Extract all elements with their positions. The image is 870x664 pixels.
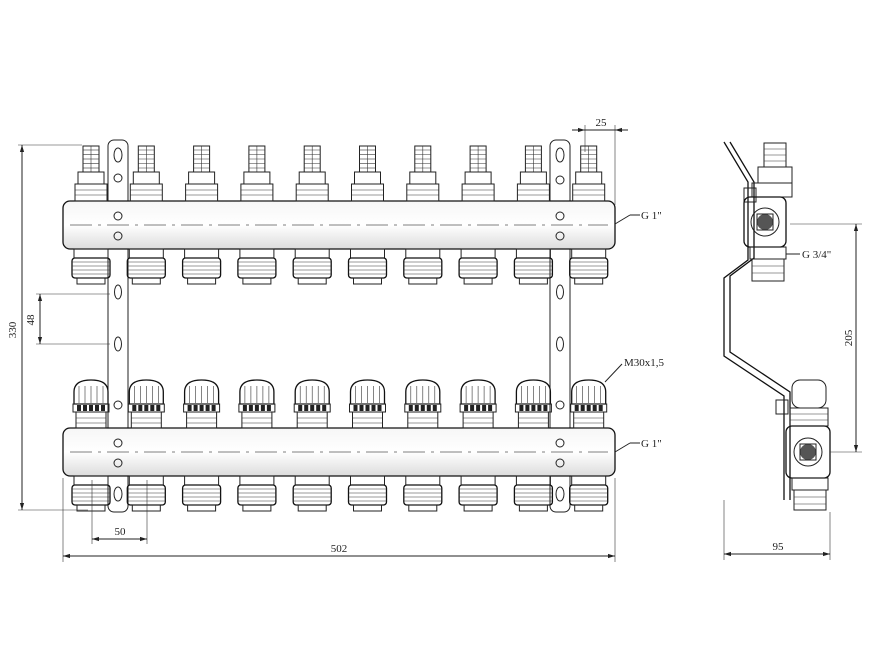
left-bracket: [107, 139, 129, 513]
dimension-50-text: 50: [115, 526, 127, 538]
flowmeter: [406, 145, 440, 202]
top-outlet-fitting: [513, 248, 554, 285]
dimension-depth-95: 95: [723, 500, 831, 560]
valve-cap: [293, 379, 331, 429]
top-bar-thread-label: G 1": [641, 210, 662, 222]
flowmeter: [351, 145, 384, 202]
flowmeter: [185, 145, 219, 202]
flowmeter-group: [74, 145, 606, 202]
dimension-offset-25: 25: [572, 117, 628, 205]
right-bracket: [549, 139, 571, 513]
flowmeter: [129, 145, 163, 202]
bottom-outlet-fitting: [292, 475, 332, 512]
flowmeter: [572, 145, 606, 202]
bottom-outlet-fitting: [126, 475, 166, 512]
top-outlet-fitting: [237, 248, 277, 285]
valve-cap: [72, 379, 110, 429]
valve-cap: [570, 379, 608, 429]
dimension-502-text: 502: [331, 543, 348, 555]
bottom-outlet-fitting: [569, 475, 609, 512]
dimension-pitch-50: 50: [91, 480, 148, 544]
valve-cap: [238, 379, 276, 429]
top-outlet-fitting: [403, 248, 443, 285]
side-bottom-assembly: [785, 379, 831, 511]
top-outlet-fitting: [347, 248, 388, 285]
valve-cap: [514, 379, 552, 429]
bottom-bar-thread-callout: G 1": [614, 438, 662, 453]
valve-thread-label: M30x1,5: [624, 357, 665, 369]
valve-cap: [183, 379, 221, 429]
dimension-spacing-205: 205: [790, 223, 862, 453]
flowmeter: [295, 145, 329, 202]
dimension-height-330: 330: [7, 144, 88, 511]
dimension-205-text: 205: [843, 329, 855, 346]
side-view: G 3/4" 205 95: [723, 141, 862, 560]
flowmeter: [461, 145, 495, 202]
side-outlet-thread-label: G 3/4": [802, 249, 831, 261]
bottom-outlet-fitting: [181, 475, 222, 512]
bottom-outlet-fitting: [347, 475, 388, 512]
dimension-width-502: 502: [62, 478, 616, 562]
dimension-95-text: 95: [773, 541, 785, 553]
valve-cap: [127, 379, 165, 429]
dimension-offset-48: 48: [25, 293, 110, 345]
dimension-25-text: 25: [596, 117, 608, 129]
side-top-assembly: G 3/4": [743, 142, 831, 282]
top-outlet-fitting: [181, 248, 222, 285]
bottom-outlet-fitting: [71, 475, 111, 512]
flowmeter: [240, 145, 274, 202]
top-bar-thread-callout: G 1": [614, 210, 662, 225]
dimension-330-text: 330: [7, 321, 19, 338]
dimension-48-text: 48: [25, 314, 37, 326]
front-view: G 1" M30x1,5 G 1" 330 48: [7, 117, 665, 562]
bottom-outlet-fitting: [403, 475, 443, 512]
bottom-outlet-group: [71, 475, 609, 512]
top-outlet-fitting: [292, 248, 332, 285]
top-outlet-fitting: [458, 248, 498, 285]
bottom-outlet-fitting: [458, 475, 498, 512]
valve-cap: [459, 379, 497, 429]
valve-thread-callout: M30x1,5: [604, 357, 665, 383]
bottom-outlet-fitting: [513, 475, 554, 512]
valve-cap: [349, 379, 386, 429]
flowmeter: [516, 145, 550, 202]
top-outlet-group: [71, 248, 609, 285]
valve-cap-group: [72, 379, 608, 429]
valve-cap: [404, 379, 442, 429]
top-outlet-fitting: [71, 248, 111, 285]
top-outlet-fitting: [569, 248, 609, 285]
flowmeter: [74, 145, 108, 202]
bottom-bar-thread-label: G 1": [641, 438, 662, 450]
bottom-outlet-fitting: [237, 475, 277, 512]
top-outlet-fitting: [126, 248, 166, 285]
